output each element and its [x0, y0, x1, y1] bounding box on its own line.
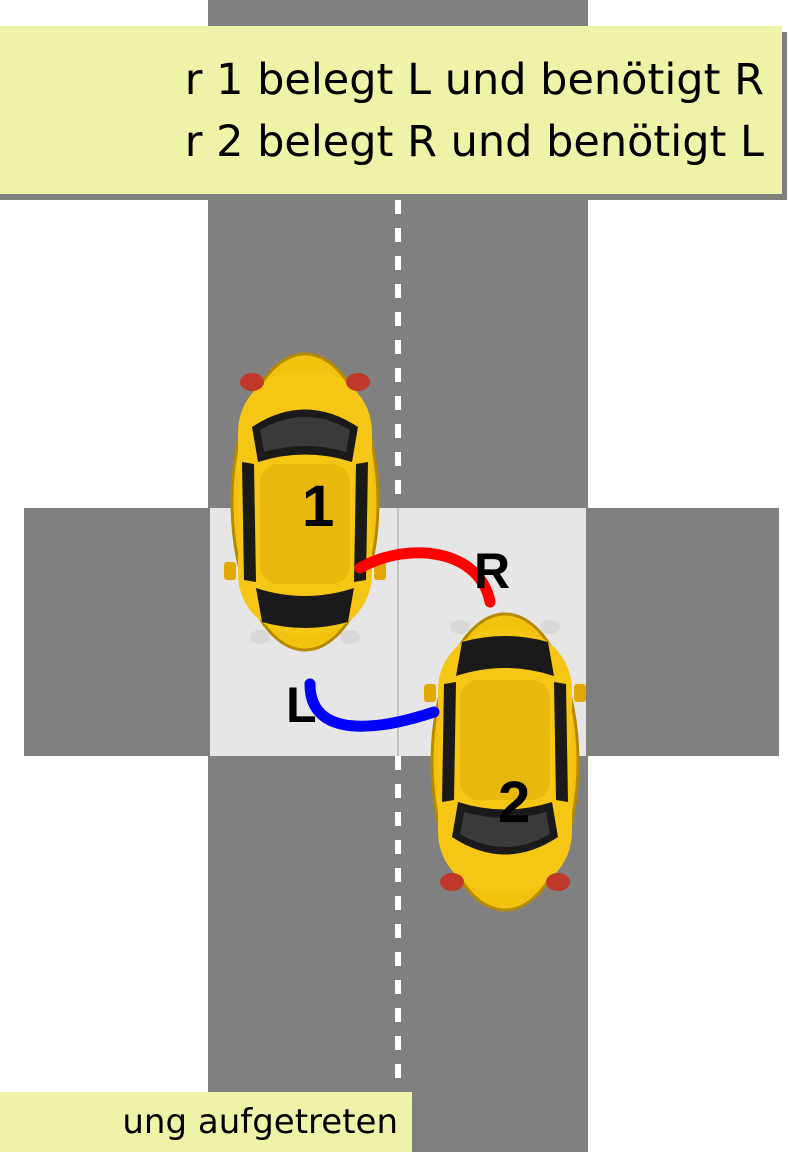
top-note-line-1: r 1 belegt L und benötigt R — [185, 54, 764, 106]
car-1-label: 1 — [302, 474, 334, 539]
segment-label-L: L — [286, 677, 317, 733]
car-2-label: 2 — [498, 770, 530, 835]
segment-label-R: R — [474, 543, 510, 599]
top-note: r 1 belegt L und benötigt R r 2 belegt R… — [0, 26, 782, 194]
bottom-note-text: ung aufgetreten — [122, 1100, 398, 1144]
bottom-note: ung aufgetreten — [0, 1092, 412, 1152]
car-2-icon — [424, 614, 586, 910]
top-note-line-2: r 2 belegt R und benötigt L — [185, 116, 764, 168]
